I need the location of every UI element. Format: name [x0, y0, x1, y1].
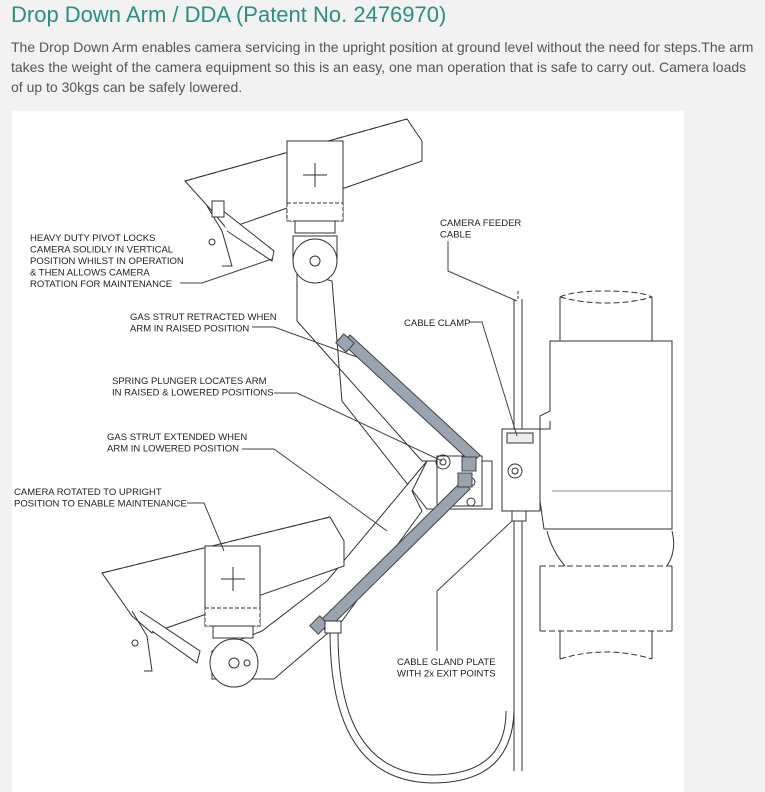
page-title: Drop Down Arm / DDA (Patent No. 2476970): [11, 2, 447, 27]
feeder-cable: [513, 291, 523, 771]
label-strut-extended: GAS STRUT EXTENDED WHEN ARM IN LOWERED P…: [107, 432, 250, 455]
gas-strut-retracted: [335, 333, 481, 472]
gas-strut-extended: [309, 472, 473, 635]
label-spring-plunger: SPRING PLUNGER LOCATES ARM IN RAISED & L…: [112, 376, 274, 399]
leader-lines: [180, 241, 518, 651]
intro-paragraph: The Drop Down Arm enables camera servici…: [11, 39, 754, 95]
label-feeder-cable: CAMERA FEEDER CABLE: [440, 218, 524, 241]
label-strut-retracted: GAS STRUT RETRACTED WHEN ARM IN RAISED P…: [130, 312, 279, 335]
cable-loop: [324, 510, 527, 784]
label-cable-clamp: CABLE CLAMP: [404, 318, 471, 329]
label-pivot-locks: HEAVY DUTY PIVOT LOCKS CAMERA SOLIDLY IN…: [30, 233, 186, 290]
top-camera: [184, 118, 423, 284]
label-gland-plate: CABLE GLAND PLATE WITH 2x EXIT POINTS: [397, 657, 498, 680]
drop-down-arm-diagram: HEAVY DUTY PIVOT LOCKS CAMERA SOLIDLY IN…: [12, 111, 684, 792]
pole: [539, 290, 675, 660]
label-camera-rotated: CAMERA ROTATED TO UPRIGHT POSITION TO EN…: [14, 487, 187, 510]
bottom-camera: [101, 516, 345, 688]
column-mount: [539, 340, 673, 530]
mount-bracket: [501, 428, 541, 512]
